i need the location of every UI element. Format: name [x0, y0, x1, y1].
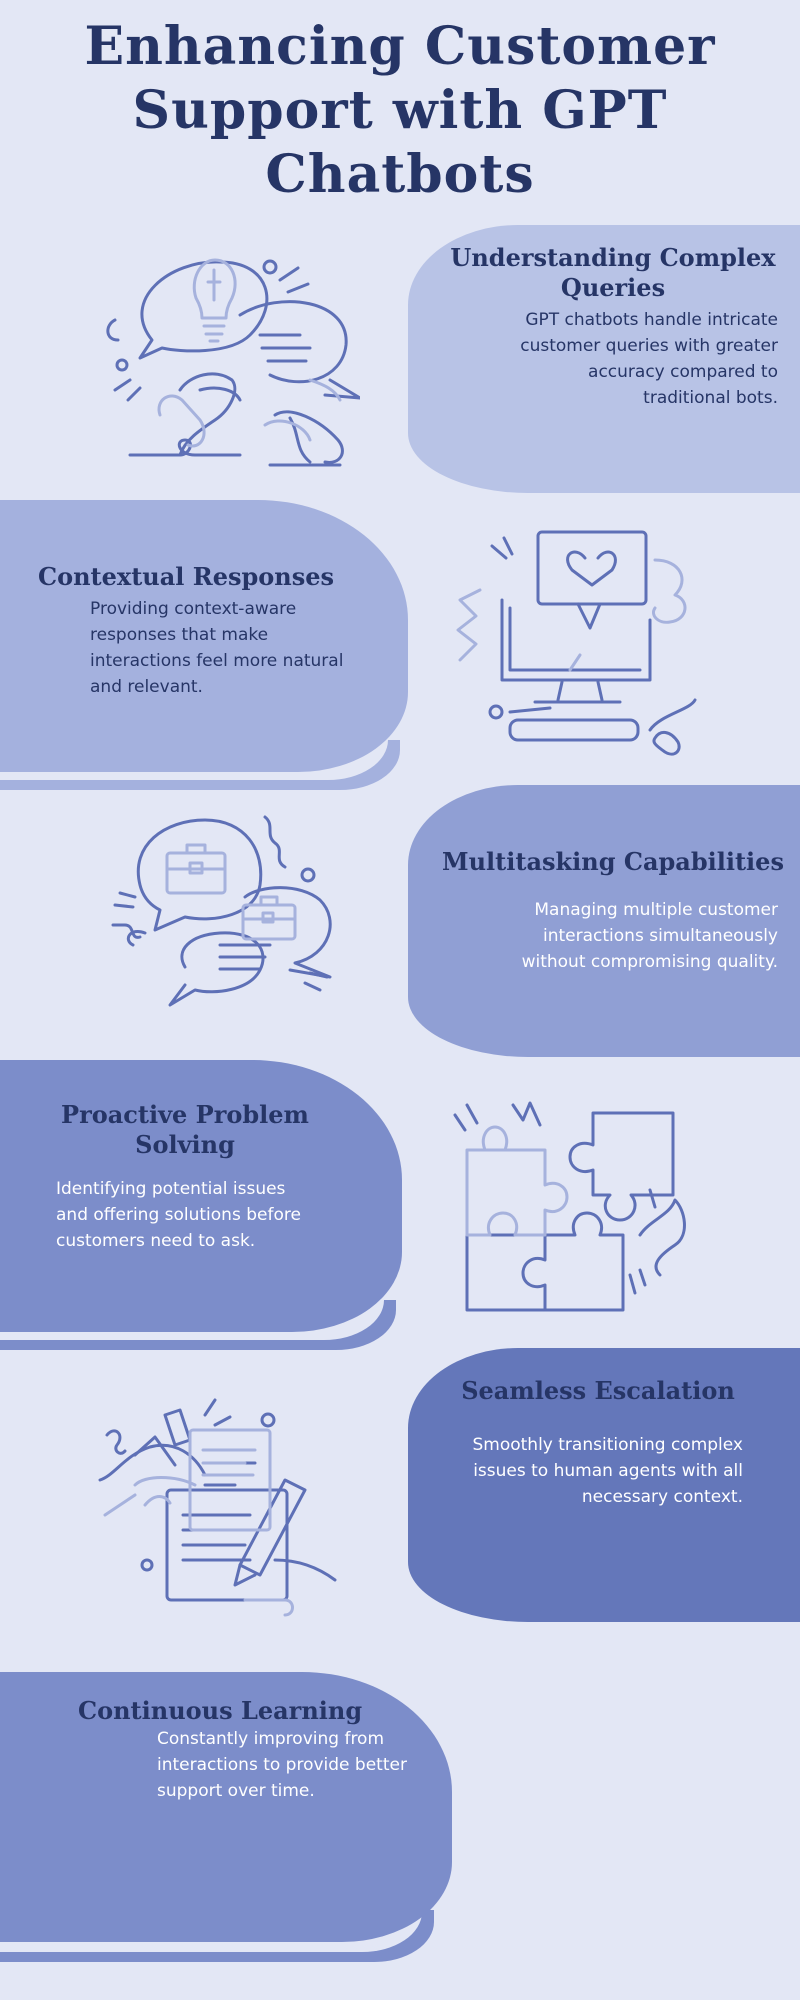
section-text: GPT chatbots handle intricate customer q… [520, 310, 778, 408]
section-heading: Multitasking Capabilities [442, 847, 784, 876]
page-title: Enhancing Customer Support with GPT Chat… [84, 16, 716, 205]
section-contextual-responses: Contextual Responses Providing context-a… [0, 500, 408, 772]
section-text: Constantly improving from interactions t… [157, 1729, 407, 1801]
section-heading: Understanding Complex Queries [450, 243, 776, 302]
section-heading: Seamless Escalation [461, 1376, 735, 1405]
ideas-bubbles-hands-icon [106, 258, 360, 467]
section-heading: Continuous Learning [78, 1696, 363, 1725]
documents-pencil-icon [98, 1398, 337, 1617]
section-understanding-complex-queries: Understanding Complex Queries GPT chatbo… [408, 225, 800, 493]
section-continuous-learning: Continuous Learning Constantly improving… [0, 1672, 452, 1942]
section-text: Managing multiple customer interactions … [521, 900, 778, 972]
briefcase-chat-bubbles-icon [111, 815, 332, 1007]
computer-heart-icon [456, 530, 697, 756]
section-heading: Contextual Responses [38, 562, 335, 591]
section-text: Smoothly transitioning complex issues to… [472, 1435, 743, 1507]
section-heading: Proactive Problem Solving [61, 1100, 309, 1159]
section-text: Identifying potential issues and offerin… [56, 1179, 301, 1251]
section-text: Providing context-aware responses that m… [90, 599, 344, 697]
section-seamless-escalation: Seamless Escalation Smoothly transitioni… [408, 1348, 800, 1622]
puzzle-pieces-icon [453, 1101, 686, 1312]
section-multitasking-capabilities: Multitasking Capabilities Managing multi… [408, 785, 800, 1057]
section-proactive-problem-solving: Proactive Problem Solving Identifying po… [0, 1060, 402, 1332]
